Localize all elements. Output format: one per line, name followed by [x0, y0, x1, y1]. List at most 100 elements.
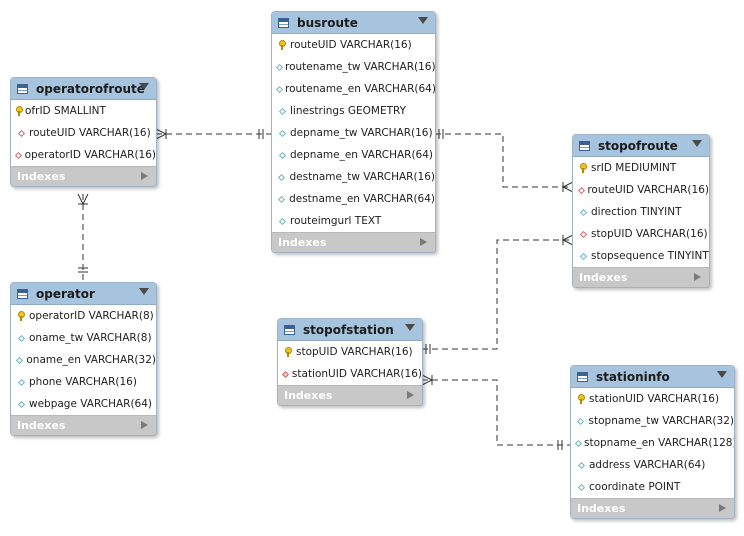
column-row[interactable]: destname_tw VARCHAR(16): [272, 166, 435, 188]
column-row[interactable]: routeUID VARCHAR(16): [11, 122, 156, 144]
column-row[interactable]: routeUID VARCHAR(16): [272, 34, 435, 56]
table-icon: [577, 371, 588, 382]
expand-arrow-icon[interactable]: [141, 172, 148, 180]
column-row[interactable]: stopsequence TINYINT: [573, 245, 709, 267]
column-row[interactable]: depname_tw VARCHAR(16): [272, 122, 435, 144]
one-mark-busroute-side: [258, 129, 264, 139]
column-row[interactable]: phone VARCHAR(16): [11, 371, 156, 393]
column-row[interactable]: operatorID VARCHAR(8): [11, 305, 156, 327]
collapse-chevron-icon[interactable]: [418, 17, 428, 24]
column-row[interactable]: routename_tw VARCHAR(16): [272, 56, 435, 78]
column-diamond-icon: [576, 483, 586, 491]
column-label: ofrID SMALLINT: [25, 105, 106, 117]
column-label: routeimgurl TEXT: [290, 215, 382, 227]
expand-arrow-icon[interactable]: [420, 238, 427, 246]
column-row[interactable]: ofrID SMALLINT: [11, 100, 156, 122]
crowfoot-stopofroute-routeuid: [561, 181, 574, 193]
indexes-label: Indexes: [17, 419, 66, 432]
column-row[interactable]: stopname_tw VARCHAR(32): [571, 410, 734, 432]
relation-stopofstation-stationinfo: [422, 379, 571, 446]
column-row[interactable]: srID MEDIUMINT: [573, 157, 709, 179]
column-label: oname_tw VARCHAR(8): [29, 332, 152, 344]
column-label: direction TINYINT: [591, 206, 682, 218]
indexes-section[interactable]: Indexes: [11, 415, 156, 435]
primary-key-icon: [14, 106, 24, 116]
one-mark-stopofstation-right: [425, 344, 431, 354]
primary-key-icon: [576, 394, 586, 404]
indexes-label: Indexes: [579, 271, 628, 284]
indexes-label: Indexes: [284, 389, 333, 402]
table-operatorofroute[interactable]: operatorofroute ofrID SMALLINT routeUID …: [10, 77, 157, 187]
collapse-chevron-icon[interactable]: [139, 83, 149, 90]
expand-arrow-icon[interactable]: [407, 391, 414, 399]
expand-arrow-icon[interactable]: [694, 273, 701, 281]
column-row[interactable]: stopname_en VARCHAR(128): [571, 432, 734, 454]
column-diamond-icon: [277, 217, 287, 225]
column-diamond-icon: [277, 195, 286, 203]
column-label: stopname_tw VARCHAR(32): [588, 415, 734, 427]
expand-arrow-icon[interactable]: [141, 421, 148, 429]
column-row[interactable]: direction TINYINT: [573, 201, 709, 223]
collapse-chevron-icon[interactable]: [692, 140, 702, 147]
column-row[interactable]: webpage VARCHAR(64): [11, 393, 156, 415]
column-diamond-icon: [578, 208, 588, 216]
table-header[interactable]: busroute: [272, 12, 435, 34]
column-row[interactable]: stopUID VARCHAR(16): [573, 223, 709, 245]
table-busroute[interactable]: busroute routeUID VARCHAR(16) routename_…: [271, 11, 436, 253]
indexes-section[interactable]: Indexes: [272, 232, 435, 252]
column-label: routeUID VARCHAR(16): [587, 184, 709, 196]
foreign-key-icon: [15, 151, 23, 159]
indexes-label: Indexes: [17, 170, 66, 183]
table-header[interactable]: operatorofroute: [11, 78, 156, 100]
column-row[interactable]: linestrings GEOMETRY: [272, 100, 435, 122]
column-diamond-icon: [578, 252, 588, 260]
indexes-section[interactable]: Indexes: [571, 498, 734, 518]
table-stationinfo[interactable]: stationinfo stationUID VARCHAR(16) stopn…: [570, 365, 735, 519]
column-label: oname_en VARCHAR(32): [26, 354, 156, 366]
column-row[interactable]: stationUID VARCHAR(16): [278, 363, 422, 385]
collapse-chevron-icon[interactable]: [139, 288, 149, 295]
column-diamond-icon: [16, 356, 24, 364]
foreign-key-icon: [578, 230, 588, 238]
column-row[interactable]: stationUID VARCHAR(16): [571, 388, 734, 410]
column-row[interactable]: destname_en VARCHAR(64): [272, 188, 435, 210]
expand-arrow-icon[interactable]: [719, 504, 726, 512]
table-header[interactable]: stopofstation: [278, 319, 422, 341]
table-header[interactable]: stopofroute: [573, 135, 709, 157]
collapse-chevron-icon[interactable]: [717, 371, 727, 378]
column-diamond-icon: [275, 63, 284, 71]
indexes-section[interactable]: Indexes: [573, 267, 709, 287]
column-row[interactable]: operatorID VARCHAR(16): [11, 144, 156, 166]
crowfoot-stopofroute-stopuid: [561, 234, 574, 246]
table-stopofroute[interactable]: stopofroute srID MEDIUMINT routeUID VARC…: [572, 134, 710, 288]
relation-busroute-stopofroute: [435, 133, 573, 188]
column-row[interactable]: stopUID VARCHAR(16): [278, 341, 422, 363]
column-row[interactable]: oname_tw VARCHAR(8): [11, 327, 156, 349]
indexes-section[interactable]: Indexes: [11, 166, 156, 186]
column-row[interactable]: depname_en VARCHAR(64): [272, 144, 435, 166]
column-row[interactable]: address VARCHAR(64): [571, 454, 734, 476]
collapse-chevron-icon[interactable]: [405, 324, 415, 331]
column-label: coordinate POINT: [589, 481, 681, 493]
column-label: destname_tw VARCHAR(16): [289, 171, 435, 183]
column-label: stationUID VARCHAR(16): [589, 393, 720, 405]
column-row[interactable]: routeimgurl TEXT: [272, 210, 435, 232]
indexes-section[interactable]: Indexes: [278, 385, 422, 405]
column-label: webpage VARCHAR(64): [29, 398, 153, 410]
column-row[interactable]: coordinate POINT: [571, 476, 734, 498]
table-icon: [284, 324, 295, 335]
column-label: stopsequence TINYINT: [591, 250, 709, 262]
column-row[interactable]: routeUID VARCHAR(16): [573, 179, 709, 201]
column-label: routeUID VARCHAR(16): [29, 127, 151, 139]
one-mark-operator-top: [78, 267, 88, 273]
primary-key-icon: [277, 40, 287, 50]
column-row[interactable]: oname_en VARCHAR(32): [11, 349, 156, 371]
table-header[interactable]: operator: [11, 283, 156, 305]
column-diamond-icon: [277, 151, 287, 159]
table-operator[interactable]: operator operatorID VARCHAR(8) oname_tw …: [10, 282, 157, 436]
table-stopofstation[interactable]: stopofstation stopUID VARCHAR(16) statio…: [277, 318, 423, 406]
column-label: stationUID VARCHAR(16): [291, 368, 422, 380]
indexes-label: Indexes: [577, 502, 626, 515]
table-header[interactable]: stationinfo: [571, 366, 734, 388]
column-row[interactable]: routename_en VARCHAR(64): [272, 78, 435, 100]
